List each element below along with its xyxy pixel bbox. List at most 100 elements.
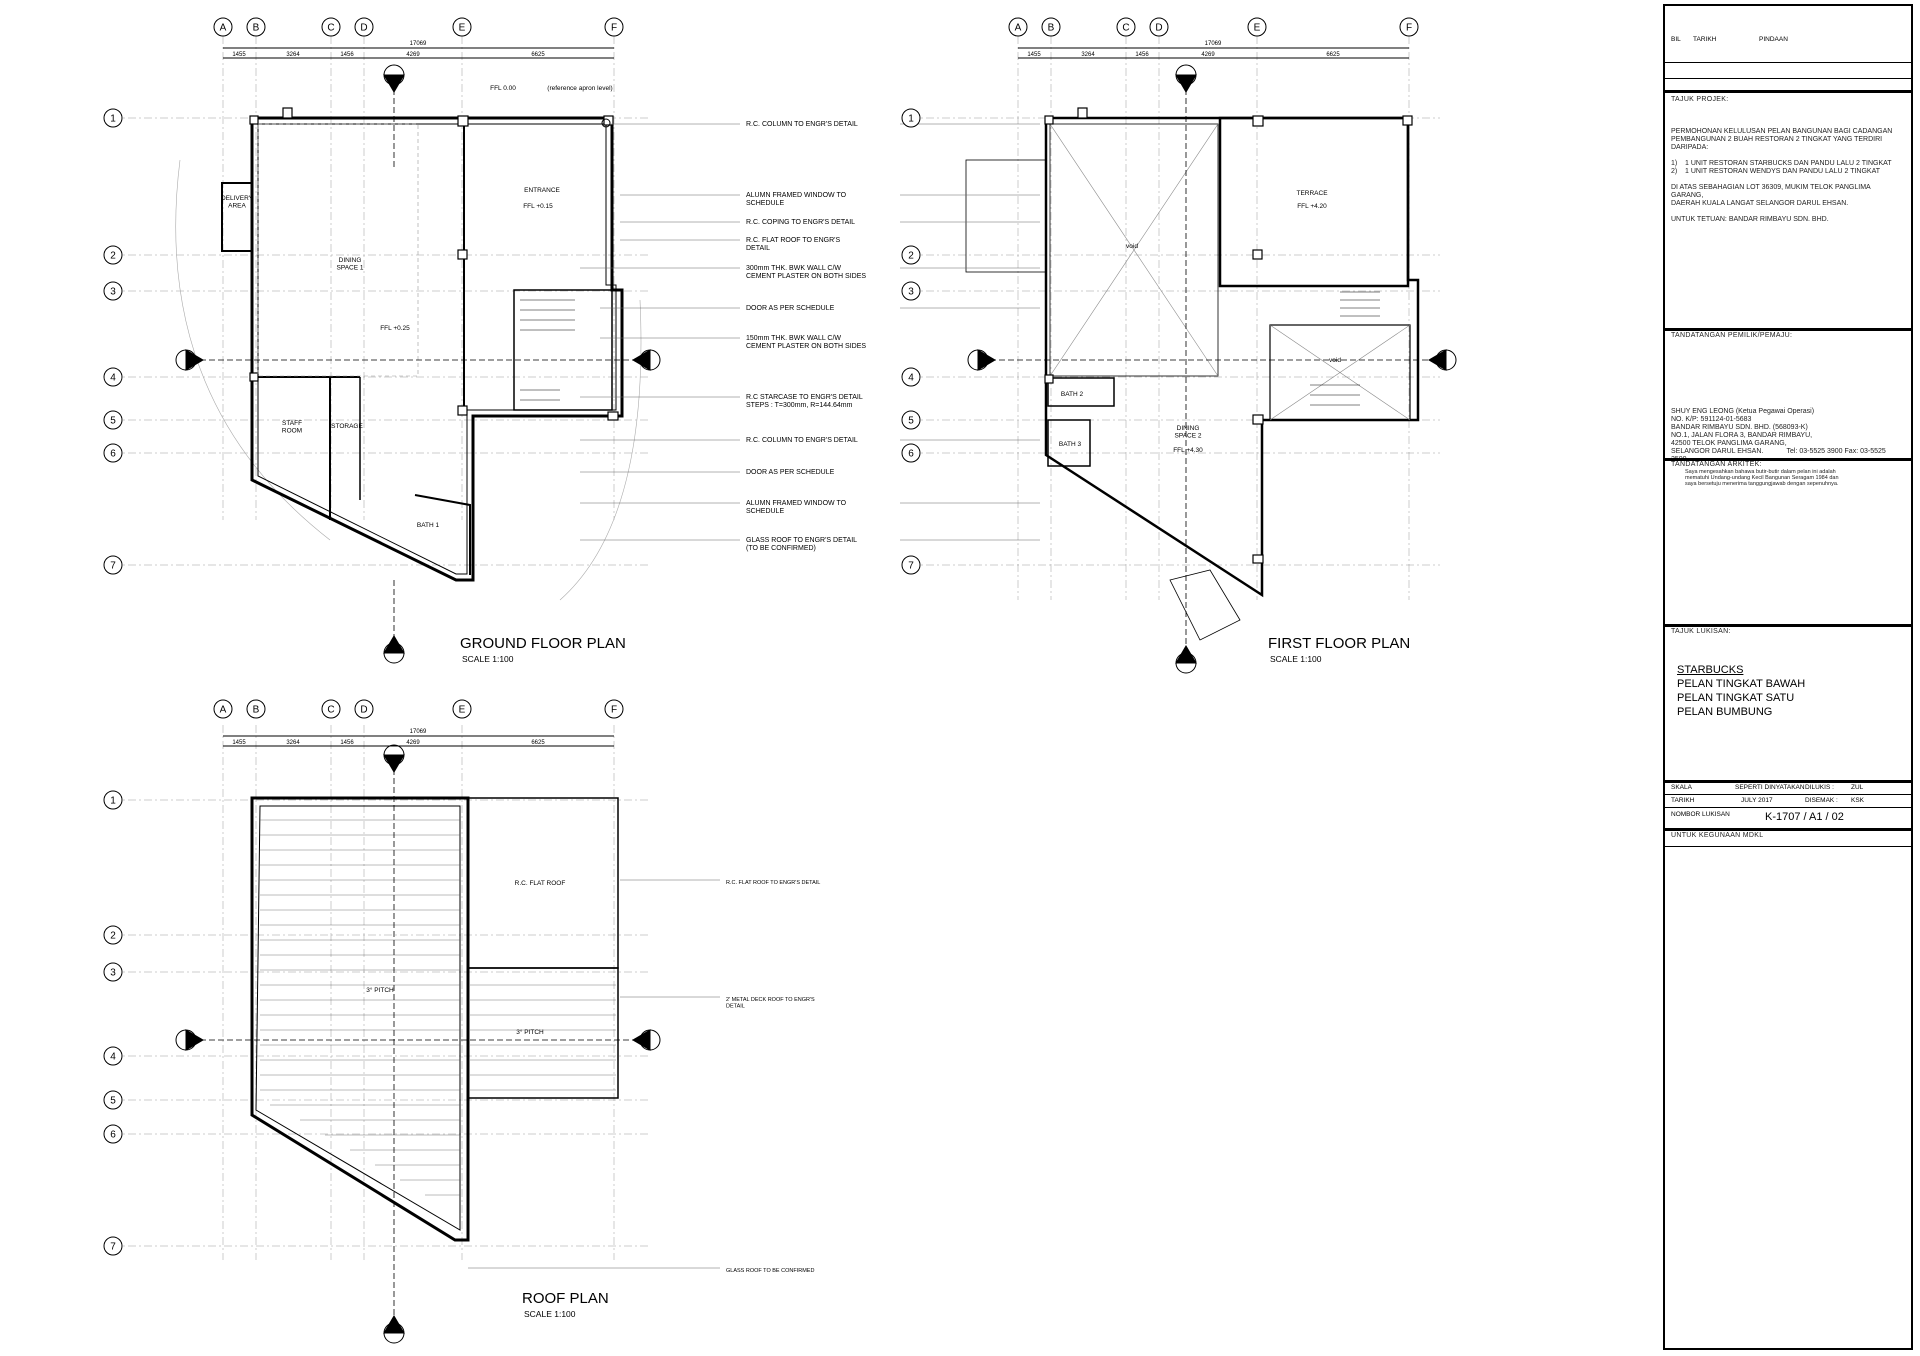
first-plan-scale: SCALE 1:100 xyxy=(1270,654,1322,664)
scale-value: SEPERTI DINYATAKAN xyxy=(1735,784,1805,791)
pitch-label-1: 3° PITCH xyxy=(366,986,394,994)
architect-label: TANDATANGAN ARKITEK: xyxy=(1671,461,1762,468)
void-2: void xyxy=(1329,357,1341,364)
bay-dim: 1456 xyxy=(340,52,354,58)
grid-bubble-row-6: 6 xyxy=(103,443,123,463)
grid-bubble-label: 2 xyxy=(110,931,116,942)
room-bath-1: BATH 1 xyxy=(417,522,440,529)
grid-bubble-label: 5 xyxy=(908,416,914,427)
grid-bubble-col-c: C xyxy=(321,699,341,719)
grid-bubble-label: 4 xyxy=(908,373,914,384)
grid-bubble-label: 3 xyxy=(110,968,116,979)
drawing-title-3: PELAN TINGKAT SATU xyxy=(1677,692,1795,704)
grid-bubble-col-e: E xyxy=(1247,17,1267,37)
checked-label: DISEMAK : xyxy=(1805,797,1838,804)
bay-dim: 3264 xyxy=(286,740,300,746)
drawn-value: ZUL xyxy=(1851,784,1864,791)
ffl-terrace: FFL +4.20 xyxy=(1297,203,1327,210)
grid-bubble-label: 5 xyxy=(110,1096,116,1107)
annotation-note: R.C. COPING TO ENGR'S DETAIL xyxy=(746,219,855,226)
grid-bubble-label: 4 xyxy=(110,373,116,384)
grid-bubble-col-a: A xyxy=(213,17,233,37)
scale-row: SKALA SEPERTI DINYATAKAN DILUKIS : ZUL xyxy=(1669,784,1907,794)
bay-dim: 1455 xyxy=(1027,52,1041,58)
owner-text: SHUY ENG LEONG (Ketua Pegawai Operasi) N… xyxy=(1671,408,1886,463)
roof-annotation-note: GLASS ROOF TO BE CONFIRMED xyxy=(726,1268,814,1274)
rev-header: TARIKH xyxy=(1693,36,1717,43)
grid-bubble-col-d: D xyxy=(354,699,374,719)
grid-bubble-col-b: B xyxy=(246,17,266,37)
flat-roof-label: R.C. FLAT ROOF xyxy=(515,880,566,887)
room-storage: STORAGE xyxy=(331,423,363,430)
grid-bubble-label: 3 xyxy=(908,287,914,298)
grid-bubble-row-4: 4 xyxy=(901,367,921,387)
bay-dim: 1455 xyxy=(232,740,246,746)
grid-bubble-label: D xyxy=(360,23,367,34)
grid-bubble-col-b: B xyxy=(1041,17,1061,37)
grid-bubble-row-7: 7 xyxy=(103,1236,123,1256)
drawing-no-row: NOMBOR LUKISAN xyxy=(1669,811,1907,821)
grid-bubble-label: E xyxy=(459,23,466,34)
date-value: JULY 2017 xyxy=(1741,797,1773,804)
grid-bubble-col-e: E xyxy=(452,699,472,719)
grid-bubble-col-c: C xyxy=(1116,17,1136,37)
grid-bubble-label: 6 xyxy=(908,449,914,460)
bay-dim: 4269 xyxy=(406,740,420,746)
grid-bubble-label: 7 xyxy=(110,561,116,572)
roof-annotation-note: R.C. FLAT ROOF TO ENGR'S DETAIL xyxy=(726,880,820,886)
overall-dim-ground: 17069 xyxy=(410,41,427,47)
rev-header: BIL xyxy=(1671,36,1681,43)
grid-bubble-label: 2 xyxy=(110,251,116,262)
grid-bubble-label: A xyxy=(220,705,227,716)
grid-bubble-col-f: F xyxy=(604,699,624,719)
annotation-note: DOOR AS PER SCHEDULE xyxy=(746,305,835,312)
pitch-label-2: 3° PITCH xyxy=(516,1028,544,1036)
title-block: BIL TARIKH PINDAAN TAJUK PROJEK: PERMOHO… xyxy=(1663,4,1913,1350)
grid-bubble-label: 4 xyxy=(110,1052,116,1063)
date-row: TARIKH JULY 2017 DISEMAK : KSK xyxy=(1669,797,1907,807)
ground-plan-title: GROUND FLOOR PLAN xyxy=(460,635,626,652)
bay-dim: 3264 xyxy=(1081,52,1095,58)
plan-titles: GROUND FLOOR PLAN SCALE 1:100 FIRST FLOO… xyxy=(460,635,1410,1319)
rev-header: PINDAAN xyxy=(1759,36,1788,43)
room-terrace: TERRACE xyxy=(1296,190,1328,197)
grid-bubble-label: 6 xyxy=(110,1130,116,1141)
roof-labels: R.C. FLAT ROOF 3° PITCH 3° PITCH xyxy=(366,880,565,1036)
dimension-labels: 17069 17069 17069 1455 3264 1456 4269 66… xyxy=(232,41,1340,746)
ffl-dining-2: FFL +4.30 xyxy=(1173,447,1203,454)
grid-bubble-row-1: 1 xyxy=(103,108,123,128)
grid-bubble-label: D xyxy=(1155,23,1162,34)
grid-bubble-row-3: 3 xyxy=(103,962,123,982)
grid-bubble-label: C xyxy=(327,705,334,716)
grid-bubble-col-b: B xyxy=(246,699,266,719)
grid-bubble-row-2: 2 xyxy=(103,245,123,265)
ffl-top: FFL 0.00 xyxy=(490,85,516,92)
overall-dim-roof: 17069 xyxy=(410,729,427,735)
bay-dim: 6625 xyxy=(1326,52,1340,58)
grid-bubble-col-f: F xyxy=(604,17,624,37)
bay-dim: 1456 xyxy=(340,740,354,746)
grid-bubble-label: F xyxy=(611,23,617,34)
annotation-note: GLASS ROOF TO ENGR'S DETAIL(TO BE CONFIR… xyxy=(746,537,857,552)
grid-bubble-row-5: 5 xyxy=(103,1090,123,1110)
roof-plan-scale: SCALE 1:100 xyxy=(524,1309,576,1319)
bay-dim: 1456 xyxy=(1135,52,1149,58)
grid-bubble-label: 1 xyxy=(110,114,116,125)
grid-bubble-row-4: 4 xyxy=(103,367,123,387)
bay-dim: 6625 xyxy=(531,740,545,746)
